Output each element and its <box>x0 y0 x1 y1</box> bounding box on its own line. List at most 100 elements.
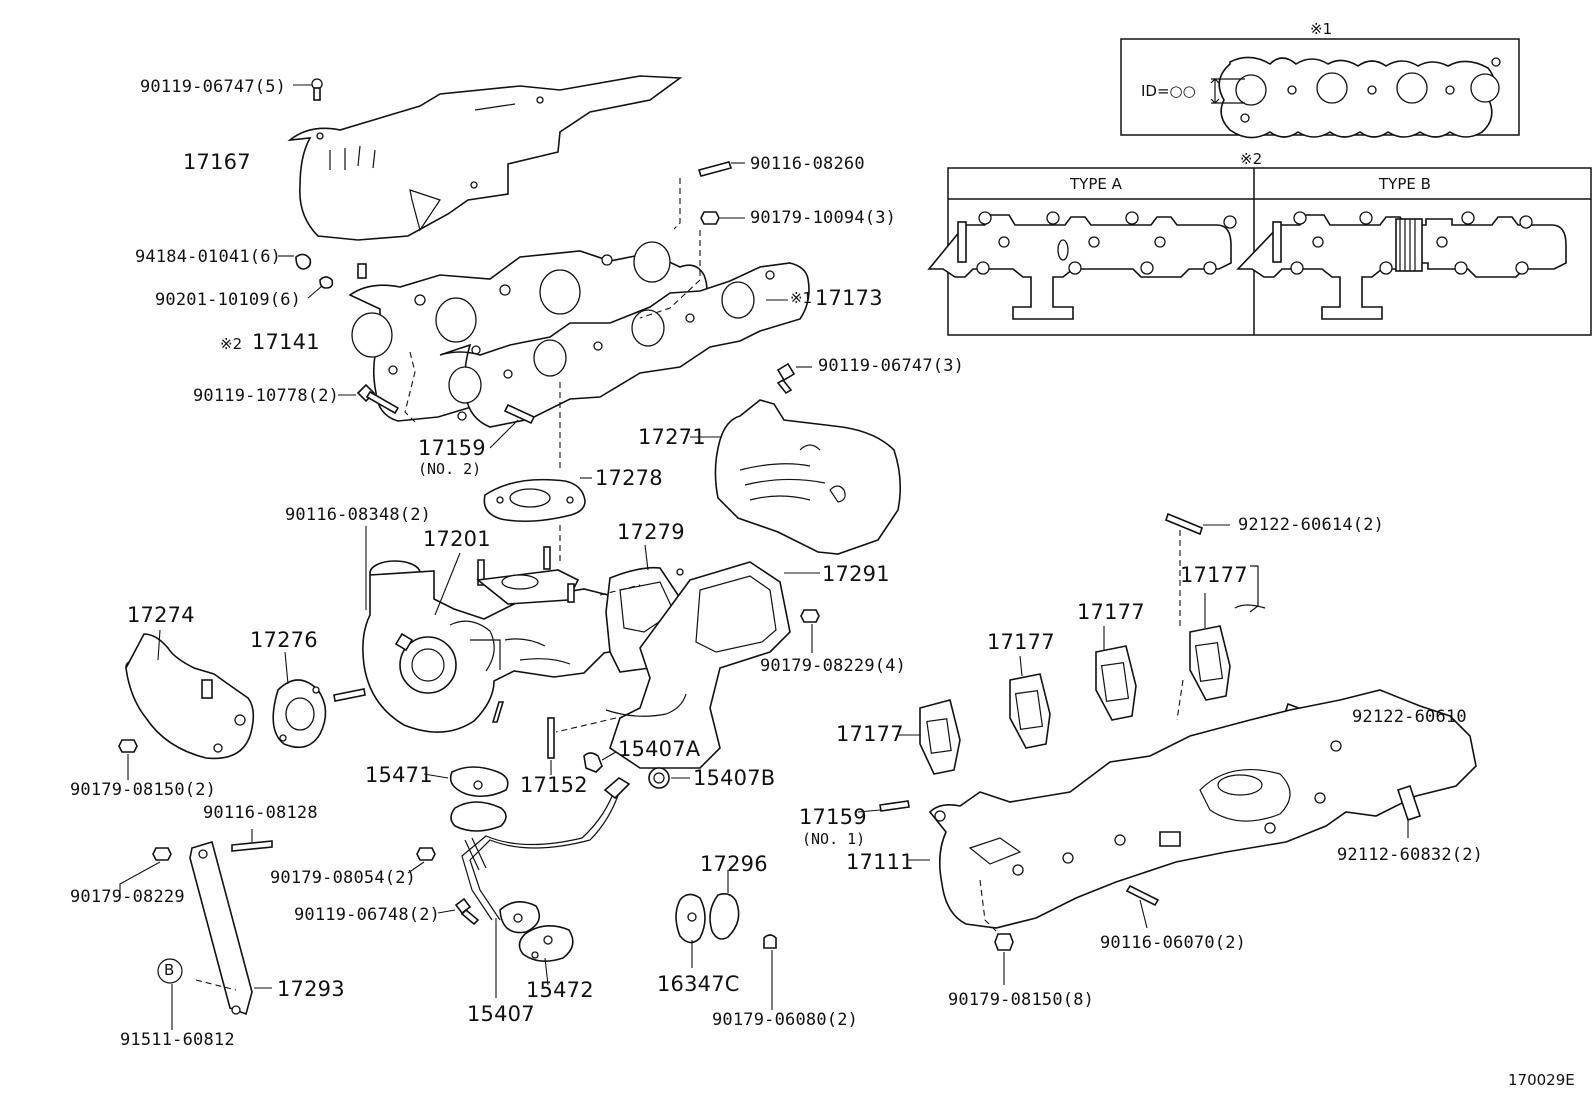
label-90179-08054-2[interactable]: 90179-08054(2) <box>270 868 417 888</box>
label-15407[interactable]: 15407 <box>467 1002 535 1026</box>
egr-gasket-17177-a[interactable] <box>919 699 961 775</box>
intake-manifold-17111[interactable] <box>928 689 1477 929</box>
label-90119-10778-2[interactable]: 90119-10778(2) <box>193 386 340 406</box>
label-17296[interactable]: 17296 <box>700 852 768 876</box>
nut-90179-08229[interactable] <box>152 847 172 861</box>
inset1-id-label: ID=○○ <box>1141 82 1196 100</box>
inset-manifold-types <box>927 167 1592 336</box>
stud-90116-08260[interactable] <box>697 161 733 177</box>
label-90179-06080-2[interactable]: 90179-06080(2) <box>712 1010 859 1030</box>
label-90119-06747-3[interactable]: 90119-06747(3) <box>818 356 965 376</box>
label-90179-10094-3[interactable]: 90179-10094(3) <box>750 208 897 228</box>
label-90201-10109-6[interactable]: 90201-10109(6) <box>155 290 302 310</box>
label-17167[interactable]: 17167 <box>183 150 251 174</box>
gasket-17278[interactable] <box>483 478 586 523</box>
label-90179-08150-2[interactable]: 90179-08150(2) <box>70 780 217 800</box>
nut-90179-06080-2[interactable] <box>763 934 777 949</box>
label-15407A[interactable]: 15407A <box>618 737 701 761</box>
label-17173[interactable]: 17173 <box>815 286 883 310</box>
label-17291[interactable]: 17291 <box>822 562 890 586</box>
label-90119-06748-2[interactable]: 90119-06748(2) <box>294 905 441 925</box>
nut-90179-10094-3[interactable] <box>700 211 720 225</box>
bolt-90119-06747-3[interactable] <box>776 362 796 395</box>
label-15471[interactable]: 15471 <box>365 763 433 787</box>
label-17278[interactable]: 17278 <box>595 466 663 490</box>
stud-90116-06070-2[interactable] <box>1125 884 1160 907</box>
label-90119-06747-5[interactable]: 90119-06747(5) <box>140 77 287 97</box>
intake-elbow-17274[interactable] <box>125 633 255 760</box>
stud-17152[interactable] <box>547 717 555 759</box>
label-17177-d[interactable]: 17177 <box>1180 563 1248 587</box>
label-90179-08150-8[interactable]: 90179-08150(8) <box>948 990 1095 1010</box>
nut-90179-08150-2[interactable] <box>118 739 138 753</box>
egr-gasket-17177-b[interactable] <box>1009 673 1051 749</box>
label-92122-60610[interactable]: 92122-60610 <box>1352 707 1467 727</box>
bolt-90119-06748-2[interactable] <box>454 897 480 926</box>
label-94184-01041-6[interactable]: 94184-01041(6) <box>135 247 282 267</box>
nut-90179-08229-4[interactable] <box>800 609 820 623</box>
bolt-94184-01041-6[interactable] <box>295 253 312 270</box>
label-92122-60614-2[interactable]: 92122-60614(2) <box>1238 515 1385 535</box>
label-17271[interactable]: 17271 <box>638 425 706 449</box>
label-17279[interactable]: 17279 <box>617 520 685 544</box>
turbocharger-17201[interactable] <box>362 546 635 733</box>
inset2-type-b: TYPE B <box>1379 175 1431 193</box>
oil-pipe-15407[interactable] <box>450 777 631 934</box>
gasket-15407B[interactable] <box>648 767 670 789</box>
label-17141[interactable]: 17141 <box>252 330 320 354</box>
nut-90179-08054-2[interactable] <box>416 847 436 861</box>
label-17177-b[interactable]: 17177 <box>987 630 1055 654</box>
label-15407B[interactable]: 15407B <box>693 766 776 790</box>
egr-gasket-17177-d[interactable] <box>1189 625 1231 701</box>
label-17111[interactable]: 17111 <box>846 850 914 874</box>
label-17159-no2[interactable]: 17159 <box>418 436 486 460</box>
label-90116-08128[interactable]: 90116-08128 <box>203 803 318 823</box>
figure-code: 170029E <box>1508 1071 1575 1089</box>
label-17159-no1[interactable]: 17159 <box>799 805 867 829</box>
turbo-heat-insulator-17271[interactable] <box>714 399 902 555</box>
label-17159-no1-note: (NO. 1) <box>802 830 866 848</box>
egr-gasket-17177-c[interactable] <box>1095 645 1137 721</box>
label-17177-c[interactable]: 17177 <box>1077 600 1145 624</box>
label-17201[interactable]: 17201 <box>423 527 491 551</box>
stud-17159-no1[interactable] <box>879 800 910 812</box>
nut-90179-08150-8[interactable] <box>994 933 1014 951</box>
manifold-gasket-17173[interactable] <box>439 262 810 428</box>
label-90116-08348-2[interactable]: 90116-08348(2) <box>285 505 432 525</box>
bolt-90119-06747-5[interactable] <box>311 78 323 101</box>
label-90179-08229[interactable]: 90179-08229 <box>70 887 185 907</box>
label-17177-a[interactable]: 17177 <box>836 722 904 746</box>
callout-marker-17141: ※2 <box>220 335 243 353</box>
label-17274[interactable]: 17274 <box>127 603 195 627</box>
label-91511-60812[interactable]: 91511-60812 <box>120 1030 235 1050</box>
label-15472[interactable]: 15472 <box>526 978 594 1002</box>
gasket-15471[interactable] <box>449 766 509 798</box>
gasket-16347C[interactable] <box>675 893 706 944</box>
stud-92122-60614-2[interactable] <box>1165 512 1203 536</box>
gasket-15472[interactable] <box>518 925 574 962</box>
turbo-outlet-elbow-17291[interactable] <box>605 561 791 769</box>
bolt-90119-10778-2[interactable] <box>356 383 400 415</box>
cover-17296[interactable] <box>709 893 740 940</box>
union-bolt-15407A[interactable] <box>583 752 603 773</box>
label-17276[interactable]: 17276 <box>250 628 318 652</box>
label-90116-08260[interactable]: 90116-08260 <box>750 154 865 174</box>
gasket-17276[interactable] <box>272 679 327 749</box>
label-17152[interactable]: 17152 <box>520 773 588 797</box>
heat-insulator-17167[interactable] <box>287 75 683 241</box>
bracket-17293[interactable] <box>189 840 253 1016</box>
label-17293[interactable]: 17293 <box>277 977 345 1001</box>
inset1-title: ※1 <box>1310 20 1333 38</box>
stud-90116-08128[interactable] <box>231 840 273 852</box>
label-90116-06070-2[interactable]: 90116-06070(2) <box>1100 933 1247 953</box>
reference-circle-b: B <box>164 961 175 979</box>
label-90179-08229-4[interactable]: 90179-08229(4) <box>760 656 907 676</box>
stud-17159-no2[interactable] <box>503 403 536 425</box>
label-16347C[interactable]: 16347C <box>657 972 740 996</box>
exhaust-manifold-17141[interactable] <box>348 241 708 422</box>
stud-90116-08348-2[interactable] <box>333 688 366 702</box>
inset-gasket-id <box>1120 38 1520 139</box>
label-92112-60832-2[interactable]: 92112-60832(2) <box>1337 845 1484 865</box>
stud-92112-60832-2[interactable] <box>1396 784 1422 822</box>
